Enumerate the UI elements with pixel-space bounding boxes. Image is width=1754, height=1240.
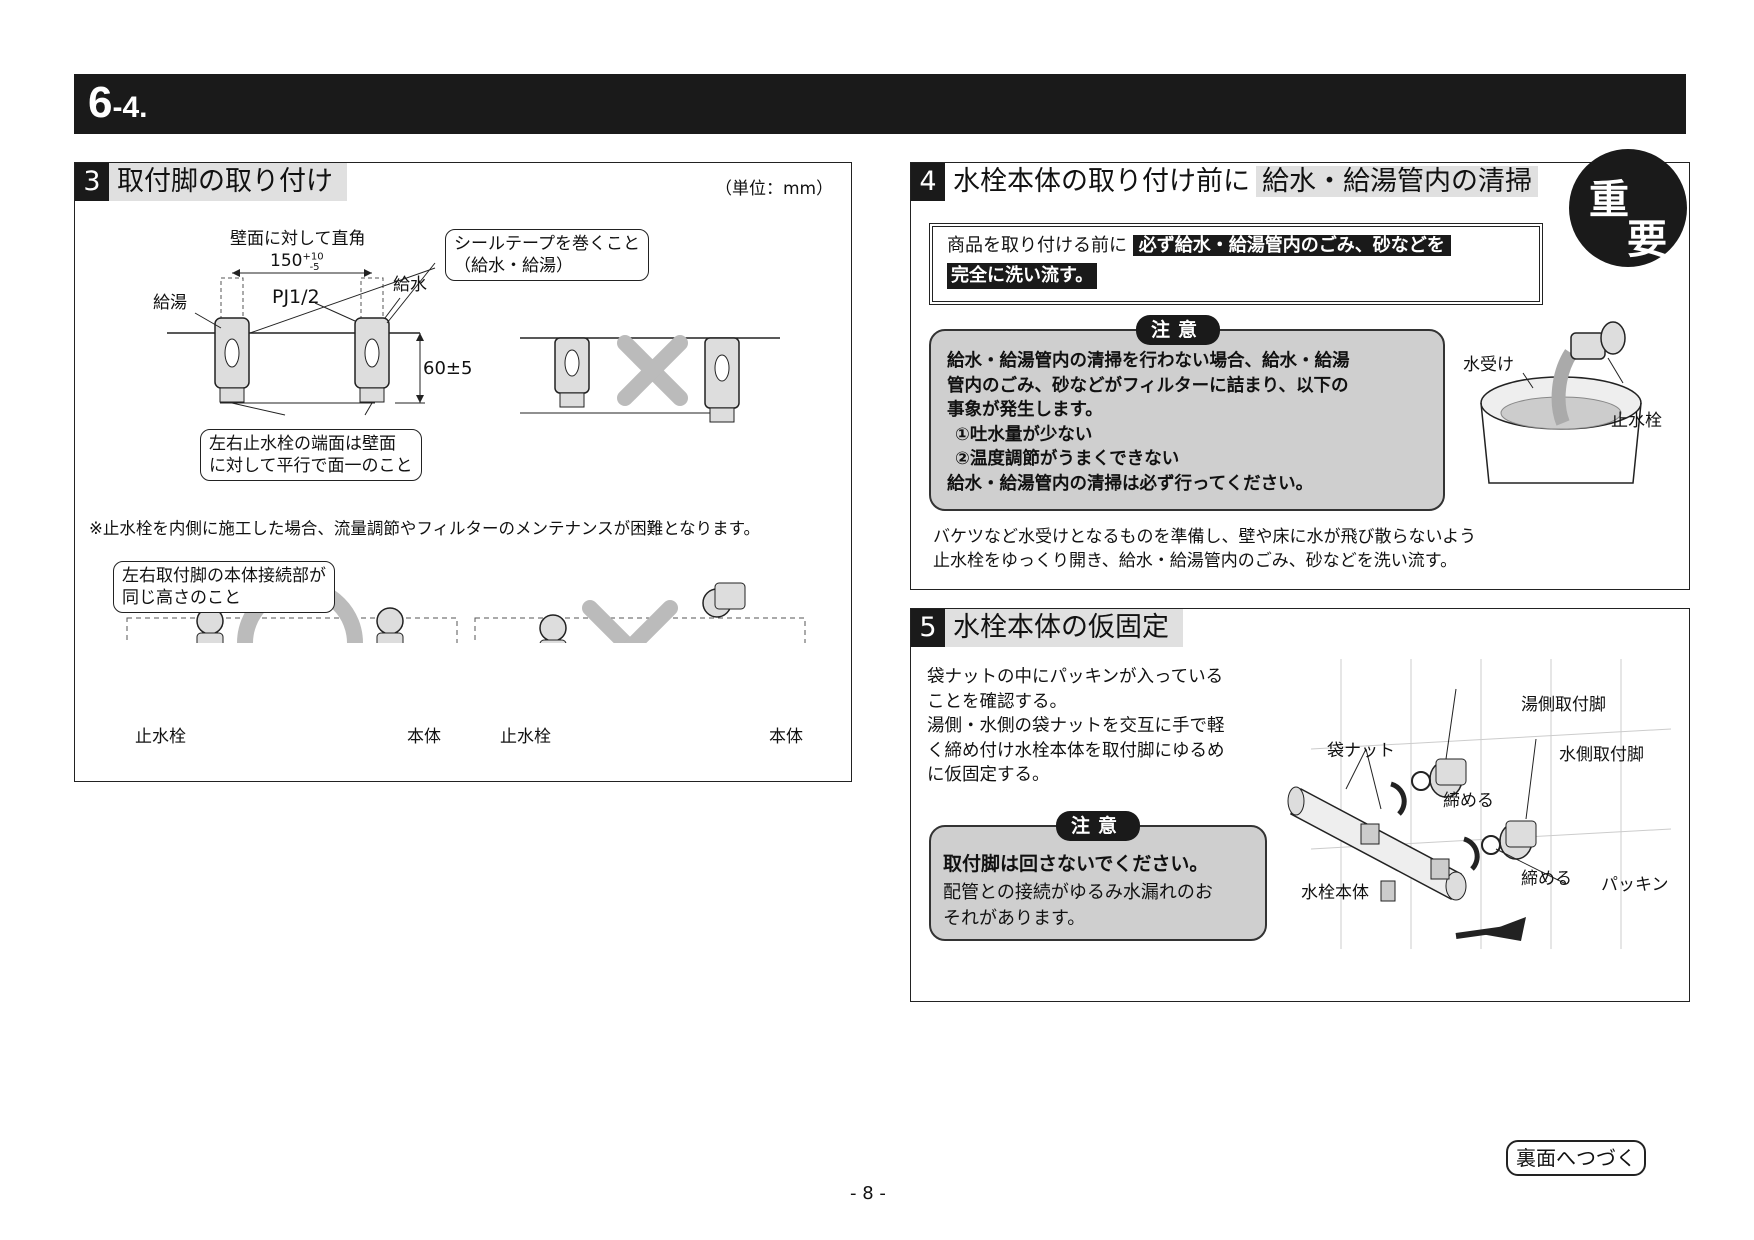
wrong-valve-right-icon bbox=[704, 337, 740, 423]
caution-line: 給水・給湯管内の清掃は必ず行ってください。 bbox=[947, 473, 1314, 494]
height-bubble: 左右取付脚の本体接続部が同じ高さのこと bbox=[113, 561, 335, 613]
important-badge: 重 要 bbox=[1569, 149, 1687, 267]
label-stop-valve-2: 止水栓 bbox=[500, 727, 551, 747]
mandatory-plain: 商品を取り付ける前に bbox=[947, 235, 1127, 256]
label-tighten-2: 締める bbox=[1521, 869, 1572, 889]
seal-tape-bubble: シールテープを巻くこと（給水・給湯） bbox=[445, 229, 649, 281]
label-pj: PJ1/2 bbox=[272, 286, 320, 308]
caution-box-step4: 注意 給水・給湯管内の清掃を行わない場合、給水・給湯 管内のごみ、砂などがフィル… bbox=[929, 315, 1445, 511]
caution-tag: 注意 bbox=[1136, 315, 1220, 345]
wrong-valve-left-icon bbox=[554, 337, 590, 408]
caution-line: ②温度調節がうまくできない bbox=[955, 449, 1180, 469]
flush-bubble: 左右止水栓の端面は壁面に対して平行で面一のこと bbox=[200, 429, 422, 481]
label-dim-150: 150+10-5 bbox=[270, 251, 324, 274]
label-dim-60: 60±5 bbox=[423, 358, 473, 379]
bucket-illustration bbox=[1480, 321, 1642, 484]
label-cold-supply: 給水 bbox=[393, 275, 427, 295]
label-body-2: 本体 bbox=[769, 727, 803, 747]
instruction-line-2: 止水栓をゆっくり開き、給水・給湯管内のごみ、砂などを洗い流す。 bbox=[933, 551, 1458, 571]
label-cold-leg: 水側取付脚 bbox=[1559, 745, 1644, 765]
continue-badge: 裏面へつづく bbox=[1506, 1140, 1646, 1176]
caution-text-2: それがあります。 bbox=[943, 908, 1086, 929]
caution-line: ①吐水量が少ない bbox=[955, 424, 1093, 445]
left-stop-valve-icon bbox=[214, 277, 250, 403]
label-valve: 止水栓 bbox=[1611, 411, 1662, 431]
page-number: - 8 - bbox=[850, 1183, 886, 1204]
label-hot-supply: 給湯 bbox=[153, 293, 187, 313]
right-stop-valve-icon bbox=[354, 277, 390, 403]
caution-line: 管内のごみ、砂などがフィルターに詰まり、以下の bbox=[947, 375, 1349, 396]
caution-tag: 注意 bbox=[1056, 811, 1140, 841]
caution-line: 事象が発生します。 bbox=[947, 400, 1103, 420]
label-faucet-body: 水栓本体 bbox=[1301, 883, 1369, 903]
mandatory-bold-2: 完全に洗い流す。 bbox=[947, 263, 1098, 289]
caution-text-1: 配管との接続がゆるみ水漏れのお bbox=[943, 882, 1213, 903]
caution-box-step5: 注意 取付脚は回さないでください。 配管との接続がゆるみ水漏れのお それがありま… bbox=[929, 811, 1267, 941]
step5-text-line: 湯側・水側の袋ナットを交互に手で軽 bbox=[927, 716, 1225, 736]
label-tighten-1: 締める bbox=[1443, 791, 1494, 811]
mandatory-box: 商品を取り付ける前に 必ず給水・給湯管内のごみ、砂などを 完全に洗い流す。 bbox=[929, 223, 1543, 305]
cold-side-leg-icon bbox=[1481, 820, 1537, 860]
mandatory-bold-1: 必ず給水・給湯管内のごみ、砂などを bbox=[1132, 235, 1451, 256]
step5-text-line: 袋ナットの中にパッキンが入っている bbox=[927, 667, 1224, 687]
label-body-1: 本体 bbox=[407, 727, 441, 747]
faucet-body-icon bbox=[1287, 786, 1467, 902]
caution-line: 給水・給湯管内の清掃を行わない場合、給水・給湯 bbox=[947, 351, 1350, 371]
caution-bold: 取付脚は回さないでください。 bbox=[943, 853, 1209, 875]
step5-text-line: く締め付け水栓本体を取付脚にゆるめ bbox=[927, 740, 1225, 761]
installation-note: ※止水栓を内側に施工した場合、流量調節やフィルターのメンテナンスが困難となります… bbox=[89, 519, 761, 538]
prohibited-x-icon bbox=[617, 335, 688, 406]
unit-label: （単位：mm） bbox=[715, 179, 834, 199]
hot-side-leg-icon bbox=[1411, 758, 1467, 798]
step5-text-line: ことを確認する。 bbox=[927, 691, 1067, 712]
faucet-valve-icon bbox=[1570, 321, 1626, 360]
incorrect-height-diagram bbox=[474, 582, 806, 643]
label-bucket: 水受け bbox=[1463, 355, 1514, 375]
label-stop-valve-1: 止水栓 bbox=[135, 727, 186, 747]
instruction-line-1: バケツなど水受けとなるものを準備し、壁や床に水が飛び散らないよう bbox=[933, 527, 1477, 547]
step5-text-line: に仮固定する。 bbox=[927, 765, 1050, 785]
faucet-assembly-illustration bbox=[1287, 659, 1672, 949]
label-nut: 袋ナット bbox=[1327, 741, 1395, 761]
label-wall-right-angle: 壁面に対して直角 bbox=[230, 229, 366, 249]
label-hot-leg: 湯側取付脚 bbox=[1521, 695, 1606, 715]
label-packing: パッキン bbox=[1601, 875, 1669, 895]
section-header-bar: 6-4. bbox=[74, 74, 1686, 134]
section-number: 6-4. bbox=[88, 78, 148, 127]
